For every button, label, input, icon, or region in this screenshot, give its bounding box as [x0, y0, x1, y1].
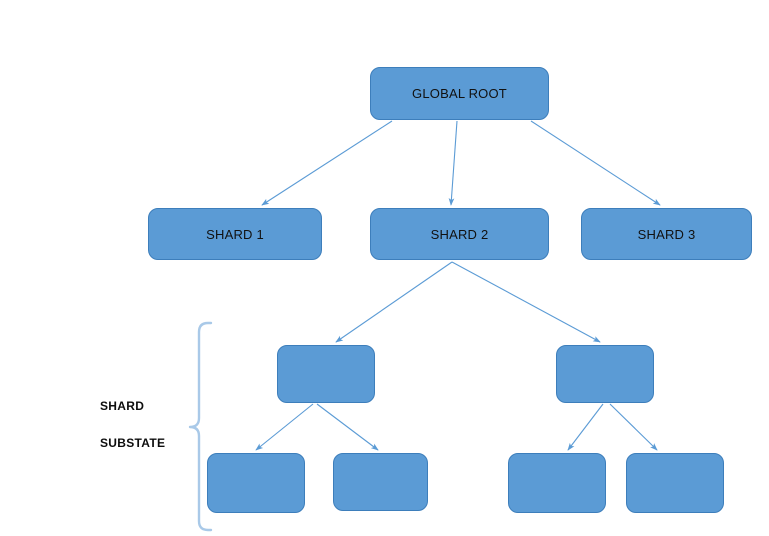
label-shard: SHARD — [100, 399, 145, 413]
node-shard-1[interactable]: SHARD 1 — [148, 208, 322, 260]
node-label-global-root: GLOBAL ROOT — [412, 86, 507, 101]
shard-substate-brace — [188, 321, 213, 532]
node-substate-a1[interactable] — [207, 453, 305, 513]
node-substate-b1[interactable] — [508, 453, 606, 513]
node-label-shard-3: SHARD 3 — [637, 226, 696, 242]
node-substate-b[interactable] — [556, 345, 654, 403]
node-label-shard-1: SHARD 1 — [206, 226, 264, 242]
edges-group — [255, 120, 661, 451]
connector-global-root-to-shard-1 — [261, 120, 393, 206]
node-substate-b2[interactable] — [626, 453, 724, 513]
connector-global-root-to-shard-2 — [448, 120, 458, 206]
connector-substate-a-to-substate-a2 — [316, 403, 379, 451]
connector-shard-2-to-substate-b — [451, 261, 601, 343]
node-substate-a[interactable] — [277, 345, 375, 403]
node-label-shard-2: SHARD 2 — [430, 226, 489, 242]
node-substate-a2[interactable] — [333, 453, 428, 511]
node-shard-2[interactable]: SHARD 2 — [370, 208, 549, 260]
node-global-root[interactable]: GLOBAL ROOT — [370, 67, 549, 120]
connector-substate-b-to-substate-b1 — [567, 403, 604, 451]
connector-shard-2-to-substate-a — [335, 261, 453, 343]
connector-global-root-to-shard-3 — [530, 120, 661, 206]
connector-substate-b-to-substate-b2 — [609, 403, 658, 451]
connector-substate-a-to-substate-a1 — [255, 403, 314, 451]
node-shard-3[interactable]: SHARD 3 — [581, 208, 752, 260]
label-substate: SUBSTATE — [100, 436, 166, 450]
